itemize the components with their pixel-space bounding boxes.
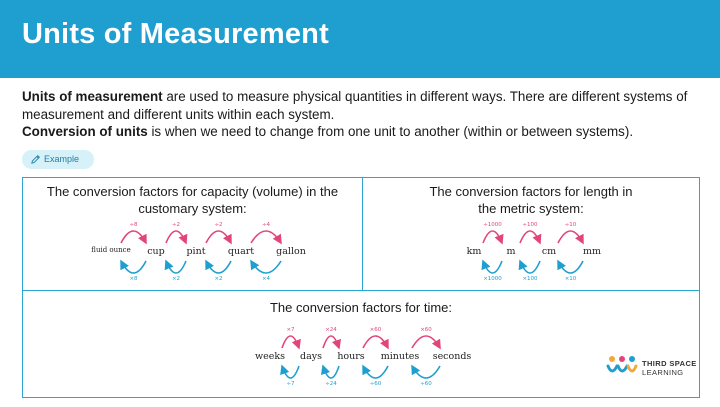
length-top-factor: ÷1000 [483, 222, 502, 228]
logo-text-line-1: THIRD SPACE [642, 359, 697, 368]
capacity-bottom-arrow [164, 259, 187, 274]
capacity-conversion-panel: The conversion factors for capacity (vol… [22, 177, 363, 291]
capacity-top-factor: ÷2 [171, 222, 181, 228]
term-conversion-of-units: Conversion of units [22, 124, 148, 139]
capacity-bottom-factor: ×2 [214, 276, 223, 282]
capacity-top-arrow [120, 230, 147, 245]
time-bottom-factor: ÷60 [420, 381, 432, 387]
length-arrows [481, 230, 584, 274]
capacity-bottom-arrow [120, 259, 147, 274]
third-space-learning-logo: THIRD SPACE LEARNING [606, 354, 706, 380]
time-bottom-factor: ÷7 [286, 381, 295, 387]
time-conversion-panel: The conversion factors for time: weeks da… [22, 290, 700, 398]
capacity-top-factor: ÷2 [214, 222, 223, 228]
time-unit-days: days [300, 351, 322, 362]
capacity-top-arrow [165, 230, 188, 245]
length-top-arrow [557, 230, 584, 245]
time-top-arrow [411, 335, 441, 350]
capacity-bottom-arrow [205, 259, 232, 274]
term-units-of-measurement: Units of measurement [22, 89, 163, 104]
time-top-arrow [362, 335, 389, 350]
intro-paragraph-1: Units of measurement are used to measure… [22, 88, 702, 123]
capacity-arrows [120, 230, 282, 274]
length-panel-title: The conversion factors for length in the… [429, 184, 633, 216]
capacity-top-factor: ÷8 [129, 222, 138, 228]
length-top-factor: ÷10 [564, 222, 577, 228]
capacity-bottom-factor: ×4 [261, 276, 271, 282]
time-top-arrow [281, 335, 301, 350]
page-header: Units of Measurement [0, 0, 720, 78]
capacity-bottom-factor: ×2 [171, 276, 181, 282]
length-bottom-arrow [481, 259, 503, 274]
page-title: Units of Measurement [22, 18, 329, 50]
length-conversion-panel: The conversion factors for length in the… [362, 177, 700, 291]
length-bottom-factor: ×10 [564, 276, 577, 282]
third-space-learning-logo-icon [606, 356, 638, 373]
time-panel-title: The conversion factors for time: [269, 300, 453, 315]
capacity-top-arrow [205, 230, 232, 245]
length-unit-km: km [466, 246, 482, 257]
time-top-arrow [322, 335, 342, 350]
time-unit-hours: hours [337, 351, 365, 362]
time-bottom-factor: ÷60 [369, 381, 382, 387]
time-bottom-arrow [280, 364, 300, 379]
length-unit-mm: mm [582, 246, 602, 257]
length-unit-cm: cm [541, 246, 557, 257]
intro-text: Units of measurement are used to measure… [22, 88, 702, 141]
time-unit-weeks: weeks [254, 351, 286, 362]
time-unit-minutes: minutes [380, 351, 420, 362]
time-top-factor: ×60 [420, 327, 432, 333]
capacity-bottom-factor: ×8 [129, 276, 138, 282]
length-bottom-factor: ×1000 [483, 276, 502, 282]
example-badge-label: Example [44, 154, 80, 164]
length-unit-m: m [506, 246, 516, 257]
example-badge: Example [22, 150, 94, 169]
time-arrows [280, 335, 441, 379]
time-bottom-arrow [362, 364, 389, 379]
capacity-panel-title: The conversion factors for capacity (vol… [46, 184, 339, 216]
capacity-bottom-arrow [250, 259, 282, 274]
time-top-factor: ×24 [325, 327, 337, 333]
time-unit-seconds: seconds [432, 351, 472, 362]
pencil-icon [31, 155, 40, 164]
capacity-unit-gallon: gallon [276, 246, 306, 257]
capacity-unit-fluid-ounce: fluid ounce [91, 246, 131, 254]
length-bottom-factor: ×100 [522, 276, 538, 282]
intro-paragraph-2-text: is when we need to change from one unit … [147, 124, 634, 139]
time-bottom-arrow [411, 364, 441, 379]
capacity-unit-cup: cup [147, 246, 165, 257]
logo-text-line-2: LEARNING [642, 368, 684, 377]
length-bottom-arrow [557, 259, 584, 274]
time-top-factor: ×7 [286, 327, 295, 333]
length-bottom-arrow [518, 259, 541, 274]
time-bottom-arrow [320, 364, 340, 379]
time-bottom-factor: ÷24 [325, 381, 337, 387]
length-top-arrow [482, 230, 504, 245]
length-top-arrow [519, 230, 542, 245]
time-top-factor: ×60 [369, 327, 382, 333]
capacity-unit-quart: quart [227, 246, 255, 257]
capacity-top-arrow [250, 230, 282, 245]
intro-paragraph-1-text: are used to measure physical quantities … [22, 89, 688, 122]
length-top-factor: ÷100 [522, 222, 538, 228]
intro-paragraph-2: Conversion of units is when we need to c… [22, 123, 702, 141]
capacity-top-factor: ÷4 [261, 222, 271, 228]
capacity-unit-pint: pint [186, 246, 206, 257]
